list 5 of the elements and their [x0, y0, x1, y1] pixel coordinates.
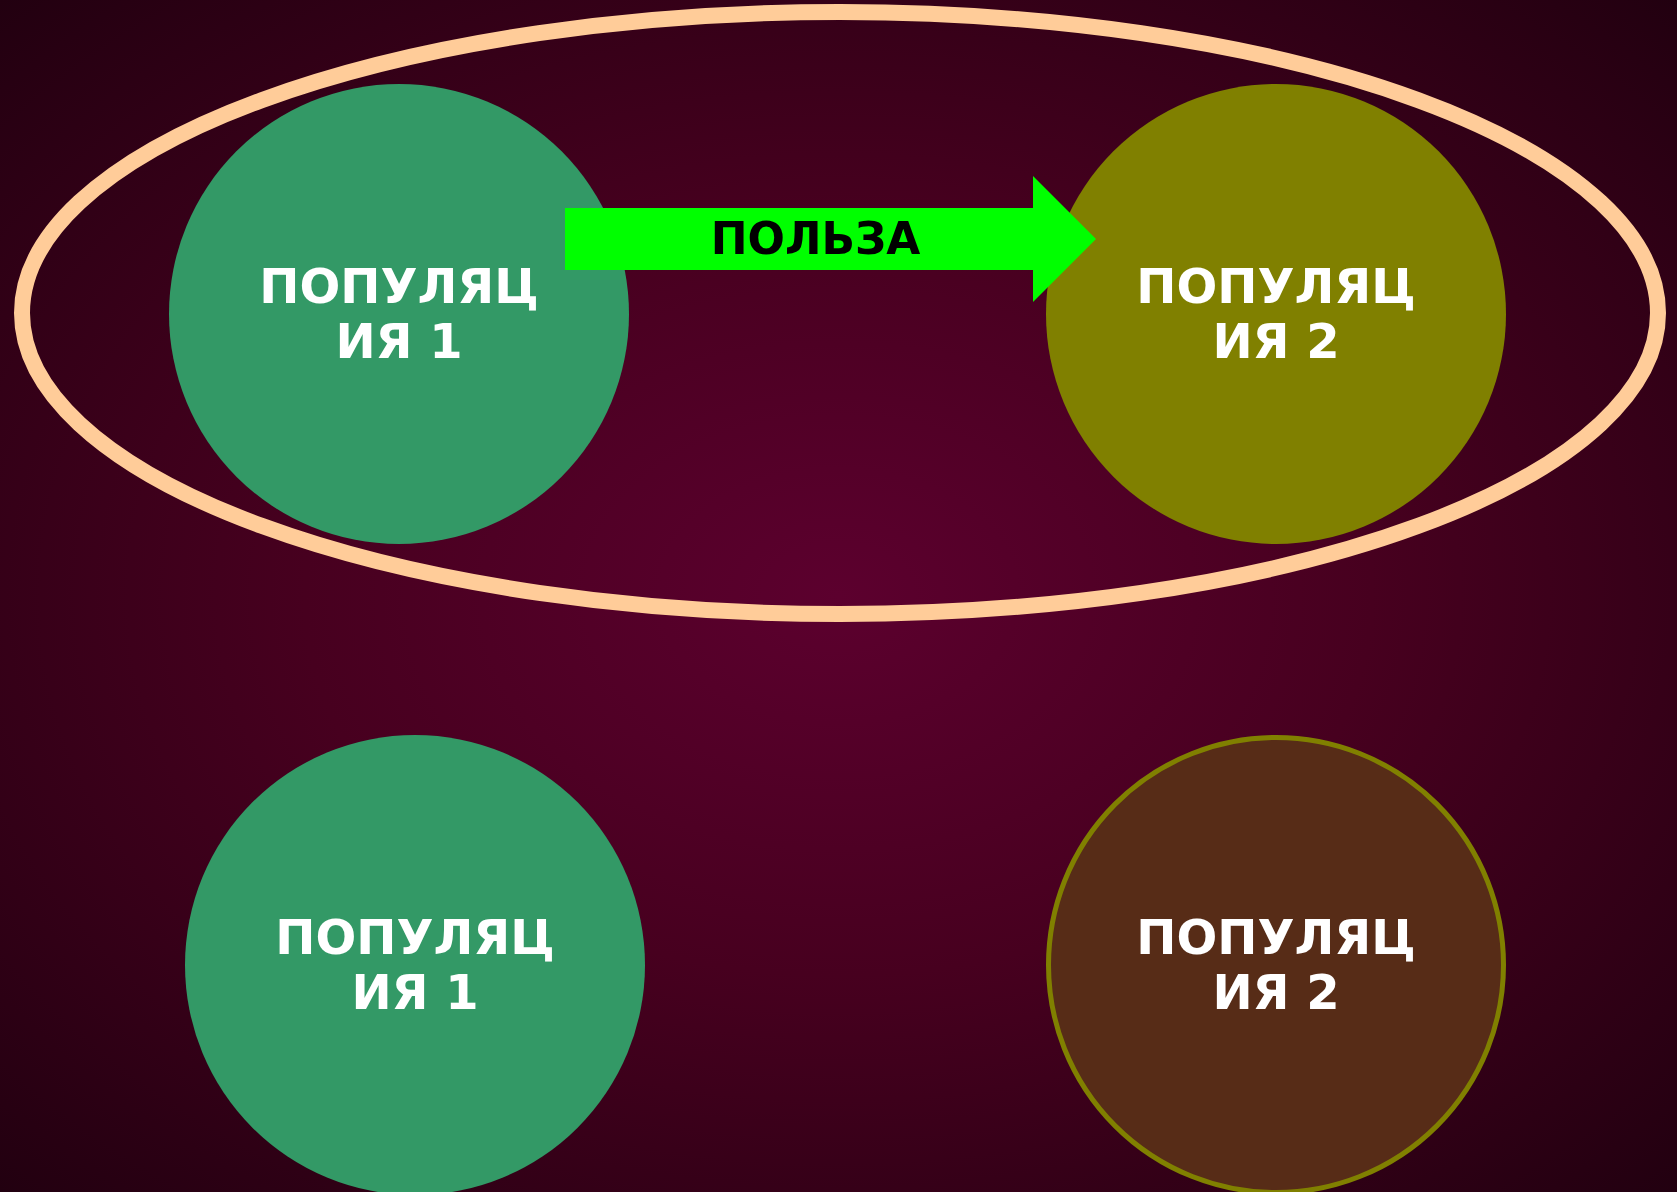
circle-label: ПОПУЛЯЦИЯ 1: [275, 909, 555, 1021]
group-ellipse: [14, 4, 1666, 622]
circle-label: ПОПУЛЯЦИЯ 1: [259, 258, 539, 370]
circle-label: ПОПУЛЯЦИЯ 2: [1136, 258, 1416, 370]
circle-label: ПОПУЛЯЦИЯ 2: [1136, 909, 1416, 1021]
